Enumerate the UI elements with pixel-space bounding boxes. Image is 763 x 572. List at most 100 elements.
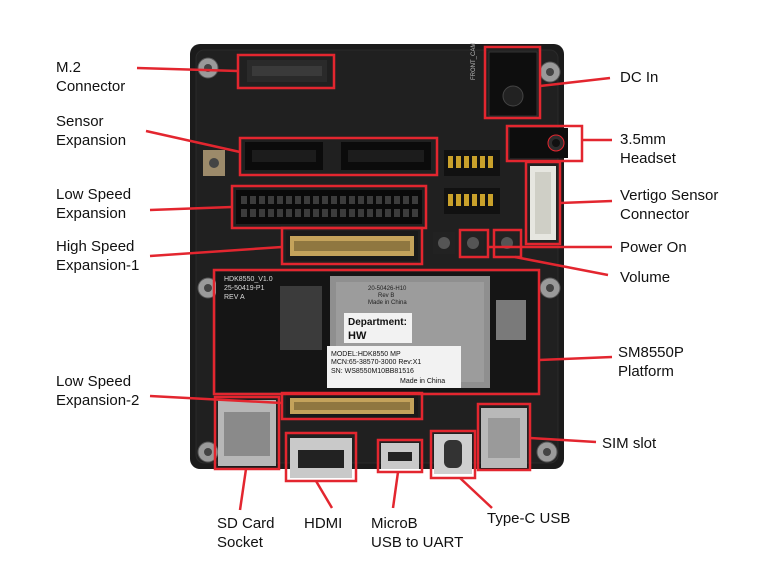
header-pin [358, 196, 364, 204]
header-pin [304, 196, 310, 204]
line-vertigo [559, 199, 613, 205]
sd-card-socket [218, 400, 276, 466]
label-m2: M.2 Connector [56, 59, 126, 95]
m2-connector [247, 60, 327, 82]
header-pin [412, 209, 418, 217]
label-typec: Type-C USB [487, 510, 571, 527]
hl-low-speed-2 [280, 391, 424, 421]
line-m2 [136, 66, 239, 73]
hl-sim [476, 402, 532, 472]
part-no-silkscreen: 25-50419-P1 [224, 285, 265, 292]
header-pin [250, 196, 256, 204]
line-hdmi [314, 480, 334, 509]
shield-rev: Rev B [378, 293, 394, 299]
hl-m2 [236, 53, 336, 90]
hl-dc-in [483, 45, 542, 120]
line-dc-in [539, 76, 611, 88]
label-dc-in: DC In [620, 69, 659, 86]
hl-sd-card [213, 395, 281, 471]
header-pin [394, 196, 400, 204]
sn-text: SN: WS8550M10BB81516 [331, 368, 414, 375]
line-sd-card [238, 468, 248, 511]
label-sd-card: SD Card Socket [217, 515, 275, 551]
hdmi-port [290, 438, 352, 478]
hl-typec [429, 429, 477, 480]
highlight-boxes [212, 45, 584, 483]
label-volume: Volume [620, 269, 671, 286]
header-pin [313, 209, 319, 217]
header-pin [331, 209, 337, 217]
header-pin [403, 196, 409, 204]
dc-jack [488, 51, 538, 117]
label-high-speed-expansion-1: High Speed Expansion-1 [56, 238, 140, 274]
header-pin [313, 196, 319, 204]
low-speed-header [236, 190, 422, 224]
label-sm8550p: SM8550P Platform [618, 344, 684, 380]
line-microb [391, 471, 400, 509]
header-pin [241, 196, 247, 204]
header-pin [412, 196, 418, 204]
hl-microb [376, 438, 424, 474]
header-pin [250, 209, 256, 217]
sim-slot [481, 408, 527, 468]
header-pin [295, 196, 301, 204]
header-pin [268, 196, 274, 204]
header-pin [304, 209, 310, 217]
low-speed-connector-2 [286, 394, 418, 418]
label-headset: 3.5mm Headset [620, 131, 676, 167]
hdk-id-silkscreen: HDK8550_V1.0 [224, 276, 273, 283]
buttons [433, 232, 518, 254]
line-sm8550p [538, 355, 613, 362]
made-text: Made in China [400, 378, 445, 385]
line-sensor [145, 129, 241, 154]
hl-volume [492, 228, 523, 259]
header-pin [277, 209, 283, 217]
header-pin [385, 196, 391, 204]
header-pin [331, 196, 337, 204]
dept-label: Department: [348, 317, 407, 328]
label-power-on: Power On [620, 239, 687, 256]
header-pin [241, 209, 247, 217]
line-low-speed [149, 205, 233, 212]
microb-port [381, 443, 419, 469]
dip-switches [444, 150, 500, 214]
typec-port [434, 434, 472, 474]
front-cam-silkscreen: FRONT_CAM [471, 43, 477, 80]
header-pin [376, 209, 382, 217]
line-low-speed-2 [149, 394, 283, 405]
header-pin [286, 196, 292, 204]
header-pin [340, 209, 346, 217]
rev-silkscreen: REV A [224, 294, 245, 301]
header-pin [277, 196, 283, 204]
header-pin [376, 196, 382, 204]
hl-high-speed-1 [280, 226, 424, 266]
dept-value: HW [348, 330, 367, 342]
header-pin [394, 209, 400, 217]
header-pin [367, 209, 373, 217]
shield-part: 20-50426-H10 [368, 286, 407, 292]
line-sim [529, 436, 597, 444]
header-pin [403, 209, 409, 217]
header-pin [322, 209, 328, 217]
header-pin [358, 209, 364, 217]
label-low-speed-expansion-2: Low Speed Expansion-2 [56, 373, 140, 409]
model-text: MODEL:HDK8550 MP [331, 351, 401, 358]
leader-lines [136, 66, 613, 511]
high-speed-connector-1 [286, 231, 418, 261]
header-pin [295, 209, 301, 217]
shield-origin: Made in China [368, 300, 407, 306]
label-hdmi: HDMI [304, 515, 343, 532]
header-pin [259, 209, 265, 217]
header-pin [322, 196, 328, 204]
label-sim-slot: SIM slot [602, 435, 657, 452]
line-volume [514, 255, 609, 277]
label-microb: MicroB USB to UART [371, 515, 464, 551]
label-vertigo: Vertigo Sensor Connector [620, 187, 719, 223]
hl-sensor [238, 136, 439, 177]
header-pin [268, 209, 274, 217]
header-pin [340, 196, 346, 204]
sm8550p-module [216, 272, 538, 392]
header-pin [349, 209, 355, 217]
label-low-speed-expansion: Low Speed Expansion [56, 186, 132, 222]
